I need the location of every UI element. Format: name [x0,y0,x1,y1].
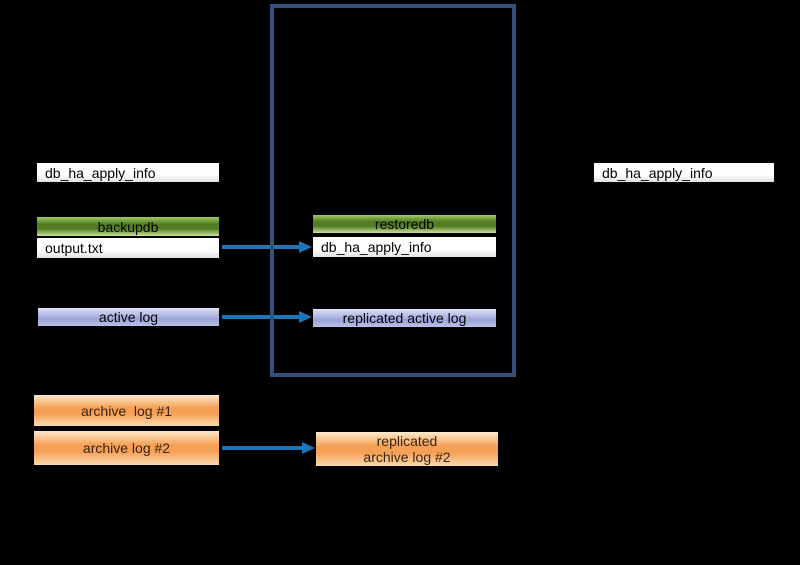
active-log-label: active log [98,309,159,325]
arrow-line [222,446,304,450]
arrow-line [222,245,301,249]
arrow-line [222,315,301,319]
archive-log-1-label: archive log #1 [80,402,173,419]
replica-db-ha-apply-info-box: db_ha_apply_info [312,236,497,258]
source-db-ha-apply-info-label: db_ha_apply_info [45,164,156,181]
archive-log-1-box: archive log #1 [33,394,220,427]
remote-db-ha-apply-info-label: db_ha_apply_info [602,164,713,181]
source-db-ha-apply-info-box: db_ha_apply_info [36,162,220,183]
arrow-head-icon [299,241,312,253]
replicated-archive-log-2-box: replicated archive log #2 [315,431,499,467]
arrow-head-icon [299,311,312,323]
restoredb-box: restoredb [312,214,497,234]
archive-log-2-box: archive log #2 [33,430,220,466]
arrow-output-to-replica-apply-info [222,240,312,254]
replicated-archive-log-2-line1: replicated [376,433,438,449]
archive-log-2-label: archive log #2 [82,440,171,456]
arrow-archive-log-2-to-replicated-archive-log-2 [222,441,315,455]
output-txt-label: output.txt [45,240,103,256]
replica-container-rect [270,4,516,377]
replicated-active-log-box: replicated active log [312,308,497,328]
arrow-active-log-to-replicated-active-log [222,310,312,324]
replicated-active-log-label: replicated active log [342,310,467,326]
backupdb-label: backupdb [97,218,159,235]
arrow-head-icon [302,442,315,454]
active-log-box: active log [37,307,220,327]
output-txt-box: output.txt [36,237,220,259]
restoredb-label: restoredb [374,216,435,232]
replicated-archive-log-2-line2: archive log #2 [363,449,451,465]
remote-db-ha-apply-info-box: db_ha_apply_info [593,162,775,183]
replica-db-ha-apply-info-label: db_ha_apply_info [321,239,432,255]
backupdb-box: backupdb [36,216,220,237]
